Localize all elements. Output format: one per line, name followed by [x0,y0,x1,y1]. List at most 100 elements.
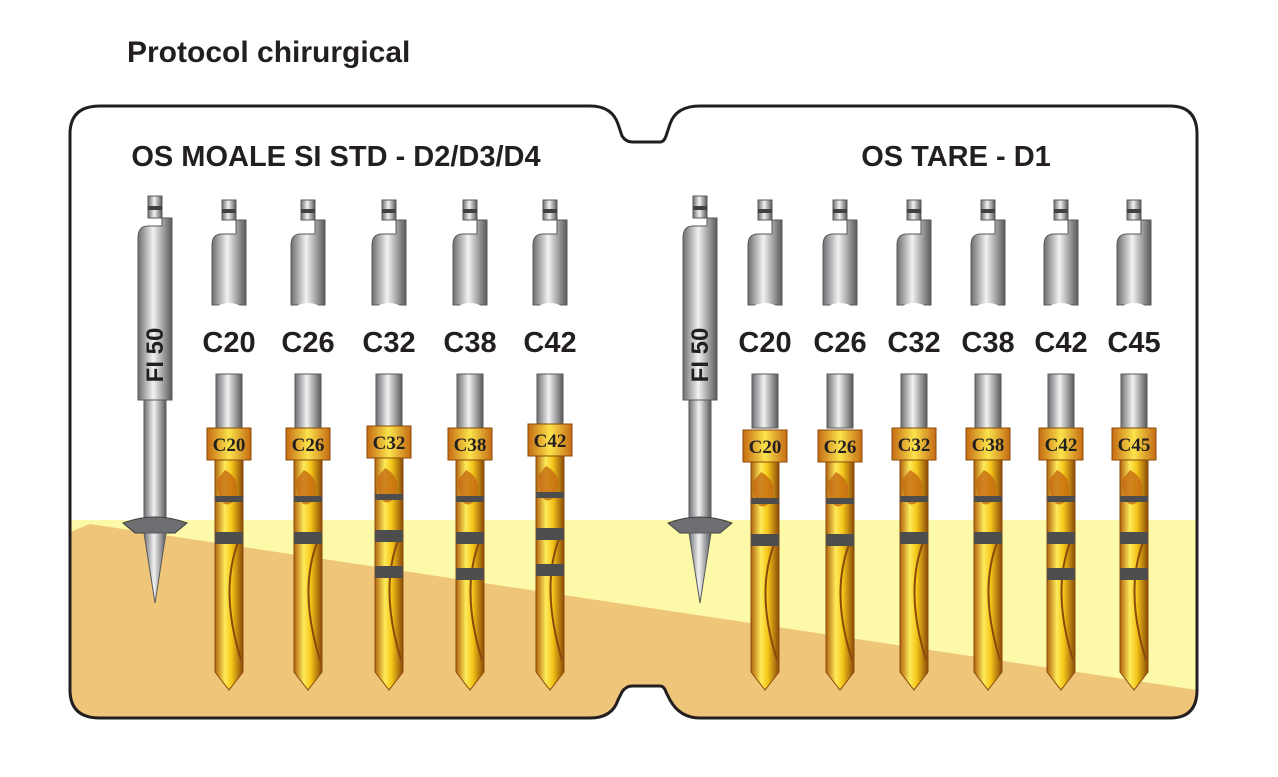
drill-shank-notch [301,209,315,213]
pilot-body [137,217,173,401]
drill-flute-line [549,535,563,661]
drill-lower-shank [215,373,243,429]
drill-lower-shank [826,373,854,429]
drill-flute [828,472,849,507]
drill-flute-line [388,537,402,661]
drill-band-label: C42 [1045,435,1078,456]
pilot-neck [143,399,167,519]
drill-shank-notch [1127,209,1141,213]
drill-depth-stripe [1120,496,1148,502]
drill-flute-line [469,539,483,661]
drill-flute-line [307,539,321,661]
drill-depth-stripe [375,566,403,578]
drill-code-label: C45 [1107,327,1160,359]
drill-shank-notch [463,209,477,213]
drill-depth-stripe [456,568,484,580]
drill-color-band [742,429,788,463]
drill-lower-shank [456,373,484,429]
drill-band-label: C32 [373,433,406,454]
drill-lower-shank [900,373,928,429]
drill-depth-stripe [536,564,564,576]
drill-depth-stripe [456,496,484,502]
drill-depth-stripe [974,496,1002,502]
drill-body [973,459,1003,691]
drill-body [293,459,323,691]
drill-upper-shank [290,219,326,306]
panel-heading-hard-bone: OS TARE - D1 [861,141,1051,173]
drill-color-band [1038,427,1084,461]
drill-flute-line [764,541,778,661]
drill-code-label: C26 [813,327,866,359]
drill-code-label-bg [735,303,795,379]
drill-flute [976,470,997,505]
drill-depth-stripe [1047,532,1075,544]
tray-outline [68,104,1199,720]
drill-code-label: C42 [1034,327,1087,359]
drill-flute-line [1060,539,1074,661]
drill-band-label: C20 [213,435,246,456]
drill-depth-stripe [536,528,564,540]
pilot-shank-notch [148,206,162,210]
drill-depth-stripe [536,492,564,498]
drill-depth-stripe [294,532,322,544]
drill-depth-stripe [375,494,403,500]
drill-flute-line [1133,539,1147,661]
drill-code-label-bg [958,303,1018,379]
drill-upper-shank [1043,219,1079,306]
drill-code-label-bg [440,303,500,379]
drill-shank-notch [543,209,557,213]
drill-depth-stripe [1047,496,1075,502]
drill-flute-line [987,539,1001,661]
drill-band-label: C38 [972,435,1005,456]
drill-shank-notch [382,209,396,213]
drill-body [825,461,855,691]
drill-code-label-bg [199,303,259,379]
drill-flute [753,472,774,507]
drill-flute [538,466,559,501]
drill-upper-shank [1116,219,1152,306]
drill-flute-line [913,539,927,661]
drill-shank-notch [758,209,772,213]
pilot-label: FI 50 [687,328,714,383]
drill-depth-stripe [294,496,322,502]
drill-shank-notch [222,209,236,213]
drill-flute [296,470,317,505]
drill-depth-stripe [456,532,484,544]
drill-lower-shank [1047,373,1075,429]
drill-depth-stripe [751,498,779,504]
drill-lower-shank [375,373,403,429]
drill-band-label: C42 [534,431,567,452]
page-title: Protocol chirurgical [127,36,411,69]
drill-band-label: C45 [1118,435,1151,456]
drill-flute [217,470,238,505]
drill-code-label-bg [810,303,870,379]
drill-shank-notch [833,209,847,213]
drill-flute [1122,470,1143,505]
drill-lower-shank [1120,373,1148,429]
drill-flute [377,468,398,503]
pilot-collar [122,516,188,534]
drill-flute [1049,470,1070,505]
drill-lower-shank [294,373,322,429]
panel-heading-soft-bone: OS MOALE SI STD - D2/D3/D4 [131,141,540,173]
drill-code-label: C38 [443,327,496,359]
drill-flute [458,470,479,505]
pilot-drill-icon: FI 50 [122,195,188,604]
drill-upper-shank [747,219,783,306]
drill-depth-stripe [1047,568,1075,580]
drill-code-label: C42 [523,327,576,359]
drill-depth-stripe [215,496,243,502]
drill-upper-shank [822,219,858,306]
drill-color-band [817,429,863,463]
